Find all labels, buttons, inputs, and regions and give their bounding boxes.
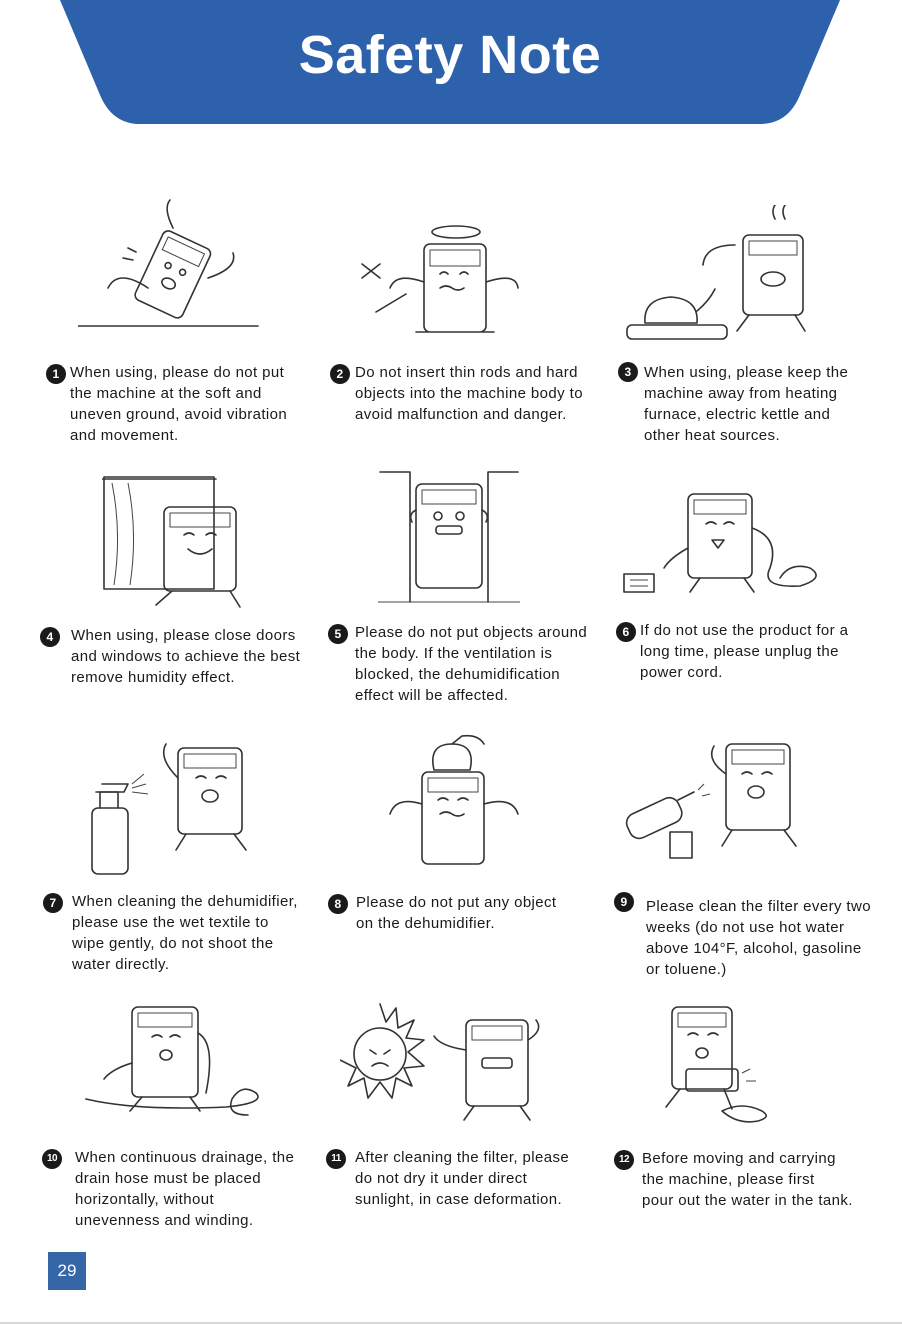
footer-divider xyxy=(0,1322,902,1324)
page-title: Safety Note xyxy=(298,25,602,85)
note-9: 9 Please clean the filter every two week… xyxy=(614,892,871,980)
illustration-blocked-ventilation xyxy=(378,470,523,606)
note-number: 9 xyxy=(614,892,634,912)
illustration-alcohol-bottle xyxy=(622,730,812,875)
note-number: 3 xyxy=(618,362,638,382)
note-number: 4 xyxy=(40,627,60,647)
note-text: If do not use the product for a long tim… xyxy=(640,622,849,681)
note-text: When continuous drainage, the drain hose… xyxy=(75,1149,295,1229)
illustration-empty-tank xyxy=(652,1003,782,1128)
note-3: 3 When using, please keep the machine aw… xyxy=(618,362,848,446)
note-1: 1 When using, please do not put the mach… xyxy=(46,362,287,446)
note-text: Before moving and carrying the machine, … xyxy=(642,1150,853,1209)
note-12: 12 Before moving and carrying the machin… xyxy=(614,1148,853,1211)
note-text: When using, please close doors and windo… xyxy=(71,627,301,686)
illustration-spray-bottle xyxy=(88,738,263,878)
note-text: Please do not put any object on the dehu… xyxy=(356,894,557,932)
note-number: 8 xyxy=(328,894,348,914)
note-number: 10 xyxy=(42,1149,62,1169)
note-4: 4 When using, please close doors and win… xyxy=(40,625,300,688)
note-8: 8 Please do not put any object on the de… xyxy=(328,892,557,934)
note-text: When using, please do not put the machin… xyxy=(70,364,288,444)
note-5: 5 Please do not put objects around the b… xyxy=(328,622,587,706)
illustration-unplug-cord xyxy=(620,488,825,603)
illustration-object-on-top xyxy=(382,734,532,874)
page-number-badge: 29 xyxy=(48,1252,86,1290)
note-number: 11 xyxy=(326,1149,346,1169)
note-text: Please clean the filter every two weeks … xyxy=(646,898,871,978)
note-10: 10 When continuous drainage, the drain h… xyxy=(42,1147,294,1231)
note-11: 11 After cleaning the filter, please do … xyxy=(326,1147,569,1210)
illustration-drain-hose xyxy=(76,1003,271,1128)
note-number: 2 xyxy=(330,364,350,384)
header-banner: Safety Note xyxy=(60,0,840,124)
illustration-closed-windows xyxy=(102,473,252,613)
illustration-thin-rod xyxy=(356,222,526,342)
note-6: 6 If do not use the product for a long t… xyxy=(616,620,848,683)
illustration-uneven-ground xyxy=(78,198,278,348)
note-text: Do not insert thin rods and hard objects… xyxy=(355,364,583,423)
note-2: 2 Do not insert thin rods and hard objec… xyxy=(330,362,583,425)
note-text: After cleaning the filter, please do not… xyxy=(355,1149,570,1208)
note-number: 6 xyxy=(616,622,636,642)
note-number: 5 xyxy=(328,624,348,644)
illustration-heat-source xyxy=(625,205,825,345)
note-text: Please do not put objects around the bod… xyxy=(355,624,588,704)
illustration-direct-sunlight xyxy=(340,1000,550,1130)
note-text: When using, please keep the machine away… xyxy=(644,364,849,444)
note-number: 1 xyxy=(46,364,66,384)
note-number: 12 xyxy=(614,1150,634,1170)
note-7: 7 When cleaning the dehumidifier, please… xyxy=(43,891,298,975)
note-number: 7 xyxy=(43,893,63,913)
note-text: When cleaning the dehumidifier, please u… xyxy=(72,893,298,973)
